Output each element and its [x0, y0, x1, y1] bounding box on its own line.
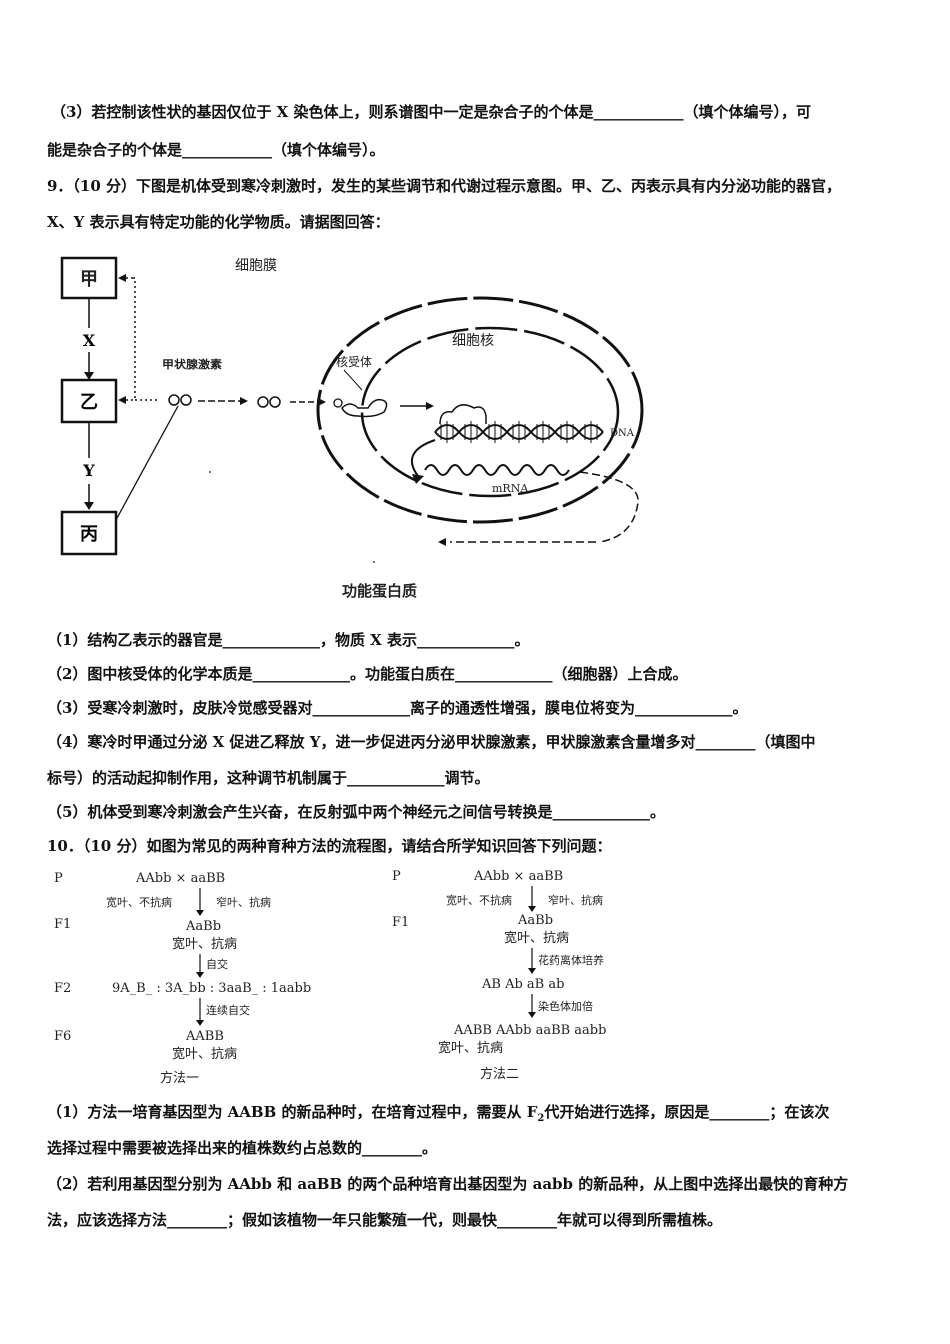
m1-f6-genotype: AABB [185, 1029, 224, 1044]
q9-part4-line2: 标号）的活动起抑制作用，这种调节机制属于_____________调节。 [47, 769, 490, 787]
nucleus-label: 细胞核 [452, 333, 494, 349]
cell-membrane [316, 296, 644, 524]
method-two-title: 方法二 [480, 1066, 519, 1082]
m2-f1-genotype: AaBb [517, 913, 553, 928]
q9-intro-line1: 9．（10 分）下图是机体受到寒冷刺激时，发生的某些调节和代谢过程示意图。甲、乙… [47, 177, 842, 195]
q8-part3-line1: （3）若控制该性状的基因仅位于 X 染色体上，则系谱图中一定是杂合子的个体是__… [51, 103, 812, 121]
m1-f2-ratio: 9A_B_ : 3A_bb : 3aaB_ : 1aabb [112, 981, 311, 996]
q9-part3: （3）受寒冷刺激时，皮肤冷觉感受器对_____________离子的通透性增强，… [47, 699, 748, 717]
organ-yi-label: 乙 [80, 392, 98, 413]
thyroid-regulation-diagram: 甲 X 乙 Y 丙 甲状腺激素 细胞膜 细胞核 核受体 [60, 256, 644, 600]
m1-f1-genotype: AaBb [185, 919, 221, 934]
hormone-label: 甲状腺激素 [162, 357, 222, 371]
q9-part4-line1: （4）寒冷时甲通过分泌 X 促进乙释放 Y，进一步促进丙分泌甲状腺激素，甲状腺激… [47, 733, 816, 751]
dna-label: DNA [610, 428, 635, 439]
q10-part2-line2: 法，应该选择方法________；假如该植物一年只能繁殖一代，则最快______… [47, 1211, 723, 1229]
method-two-flow: P F1 AAbb × aaBB 宽叶、不抗病 窄叶、抗病 AaBb 宽叶、抗病… [392, 869, 606, 1082]
m1-f6-label: F6 [54, 1029, 71, 1044]
m2-cross: AAbb × aaBB [473, 869, 563, 884]
m1-p-label: P [54, 871, 63, 886]
q10-part1-text-a: （1）方法一培育基因型为 AABB 的新品种时，在培育过程中，需要从 F [47, 1103, 538, 1121]
dna-helix [434, 421, 604, 443]
m1-step2: 连续自交 [206, 1003, 250, 1017]
breeding-methods-diagram: P F1 F2 F6 AAbb × aaBB 宽叶、不抗病 窄叶、抗病 AaBb… [54, 869, 606, 1086]
q10-part1-text-b: 代开始进行选择，原因是________；在该次 [544, 1103, 830, 1121]
m1-f2-label: F2 [54, 981, 71, 996]
q8-part3-line2: 能是杂合子的个体是____________（填个体编号）。 [47, 141, 385, 159]
q10-intro: 10．（10 分）如图为常见的两种育种方法的流程图，请结合所学知识回答下列问题： [47, 837, 612, 855]
m1-f1-label: F1 [54, 917, 71, 932]
m2-parent1-pheno: 宽叶、不抗病 [446, 893, 512, 907]
q10-part1-line2: 选择过程中需要被选择出来的植株数约占总数的________。 [47, 1139, 438, 1157]
method-one-flow: P F1 F2 F6 AAbb × aaBB 宽叶、不抗病 窄叶、抗病 AaBb… [54, 871, 311, 1086]
m1-f1-phenotype: 宽叶、抗病 [172, 936, 237, 952]
q10-part2-line1: （2）若利用基因型分别为 AAbb 和 aaBB 的两个品种培育出基因型为 aa… [47, 1175, 849, 1193]
hormone-molecule [168, 394, 180, 406]
m1-f6-phenotype: 宽叶、抗病 [172, 1046, 237, 1062]
cell-membrane-label: 细胞膜 [235, 258, 277, 274]
q9-part1: （1）结构乙表示的器官是_____________，物质 X 表示_______… [47, 631, 530, 649]
organ-jia-label: 甲 [80, 269, 98, 290]
receptor-label: 核受体 [336, 355, 372, 369]
cell-nucleus [360, 326, 620, 498]
m2-f1-phenotype: 宽叶、抗病 [504, 930, 569, 946]
m1-cross: AAbb × aaBB [135, 871, 225, 886]
nuclear-receptor [341, 398, 388, 418]
m2-gametes: AB Ab aB ab [481, 977, 564, 992]
substance-x-label: X [83, 331, 96, 350]
mrna-label: mRNA [492, 482, 529, 495]
q9-part2: （2）图中核受体的化学本质是_____________。功能蛋白质在______… [47, 665, 688, 683]
m1-parent2-pheno: 窄叶、抗病 [216, 895, 271, 909]
m2-result-genotypes: AABB AAbb aaBB aabb [453, 1023, 606, 1038]
method-one-title: 方法一 [160, 1070, 199, 1086]
q10-part1-line1: （1）方法一培育基因型为 AABB 的新品种时，在培育过程中，需要从 F2代开始… [47, 1102, 829, 1129]
m2-f1-label: F1 [392, 915, 409, 930]
q10-part1-subscript: 2 [537, 1113, 545, 1124]
organ-bing-label: 丙 [80, 524, 98, 545]
m2-p-label: P [392, 869, 401, 884]
q9-intro-line2: X、Y 表示具有特定功能的化学物质。请据图回答： [47, 213, 390, 231]
m2-result-phenotype: 宽叶、抗病 [438, 1040, 503, 1056]
q9-part5: （5）机体受到寒冷刺激会产生兴奋，在反射弧中两个神经元之间信号转换是______… [47, 803, 665, 821]
mrna-strand [424, 464, 570, 476]
m1-step1: 自交 [206, 957, 228, 971]
substance-y-label: Y [82, 461, 95, 480]
functional-protein-label: 功能蛋白质 [342, 582, 417, 600]
m2-step1: 花药离体培养 [538, 953, 604, 967]
m2-parent2-pheno: 窄叶、抗病 [548, 893, 603, 907]
organ-bing-box [60, 510, 118, 556]
m2-step2: 染色体加倍 [538, 999, 593, 1013]
m1-parent1-pheno: 宽叶、不抗病 [106, 895, 172, 909]
